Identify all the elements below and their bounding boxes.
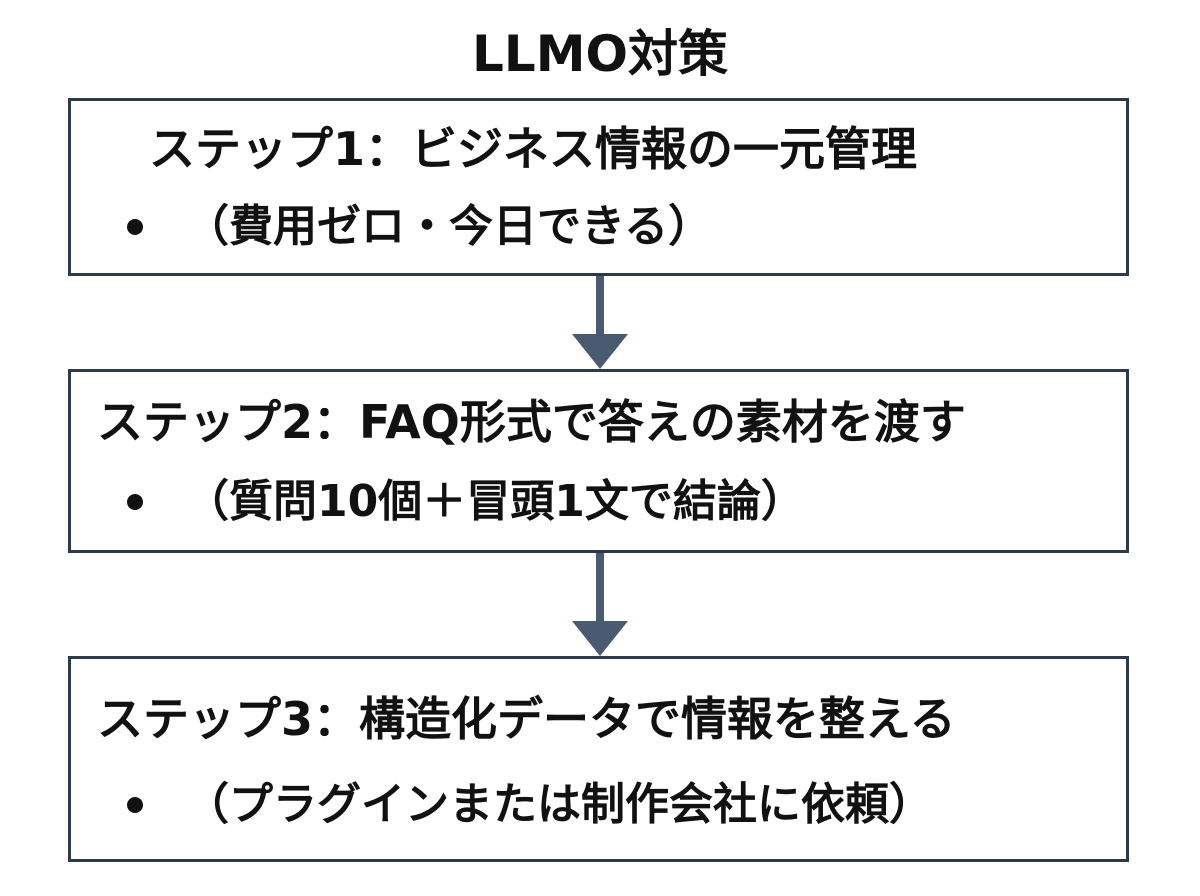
step-1-detail: （費用ゼロ・今日できる） — [185, 201, 713, 252]
step-2-box: ステップ2：FAQ形式で答えの素材を渡す （質問10個＋冒頭1文で結論） — [68, 369, 1129, 553]
step-2-detail-line: （質問10個＋冒頭1文で結論） — [127, 474, 805, 530]
down-arrow-icon — [572, 553, 628, 656]
step-2-heading: ステップ2：FAQ形式で答えの素材を渡す — [97, 395, 966, 449]
bullet-icon — [127, 797, 143, 813]
step-1-detail-line: （費用ゼロ・今日できる） — [127, 199, 712, 255]
step-3-detail-line: （プラグインまたは制作会社に依頼） — [127, 777, 933, 833]
bullet-icon — [127, 219, 143, 235]
step-2-detail: （質問10個＋冒頭1文で結論） — [185, 476, 805, 527]
bullet-icon — [127, 494, 143, 510]
step-3-detail: （プラグインまたは制作会社に依頼） — [185, 779, 933, 830]
step-1-box: ステップ1：ビジネス情報の一元管理 （費用ゼロ・今日できる） — [68, 98, 1129, 276]
step-3-box: ステップ3：構造化データで情報を整える （プラグインまたは制作会社に依頼） — [68, 656, 1129, 862]
step-1-heading: ステップ1：ビジネス情報の一元管理 — [149, 122, 918, 176]
down-arrow-icon — [572, 276, 628, 369]
step-3-heading: ステップ3：構造化データで情報を整える — [97, 692, 956, 746]
diagram-title: LLMO対策 — [472, 25, 728, 83]
